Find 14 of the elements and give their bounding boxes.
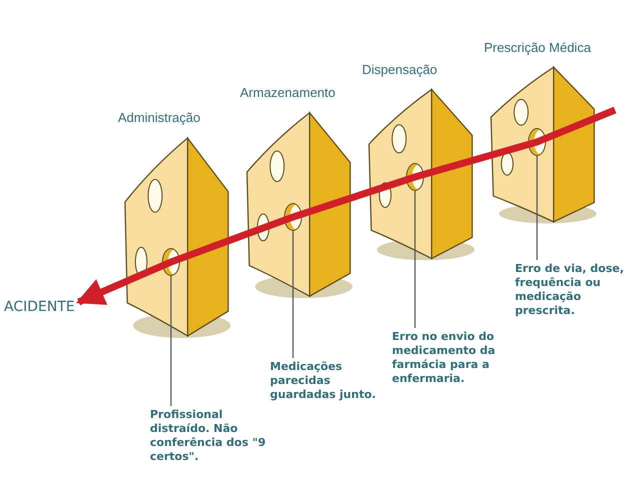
annotation-text: Profissional distraído. Não conferência dos "9 certos". (150, 408, 275, 464)
annotation-text: Erro no envio do medicamento da farmácia para a enfermaria. (392, 330, 507, 386)
arrow (76, 106, 616, 306)
slice-heading: Armazenamento (240, 85, 336, 100)
leader-line (292, 231, 294, 358)
leader-line (536, 156, 538, 260)
outcome-label: ACIDENTE (4, 300, 75, 314)
annotation-text: Medicações parecidas guardadas junto. (270, 360, 388, 402)
annotation-text: Erro de via, dose, frequência ou medicação prescrita. (515, 262, 635, 318)
leader-line (170, 276, 172, 406)
leader-line (414, 191, 416, 328)
slice-heading: Administração (118, 110, 200, 125)
slice-heading: Dispensação (362, 62, 438, 77)
slice-heading: Prescrição Médica (484, 40, 591, 55)
